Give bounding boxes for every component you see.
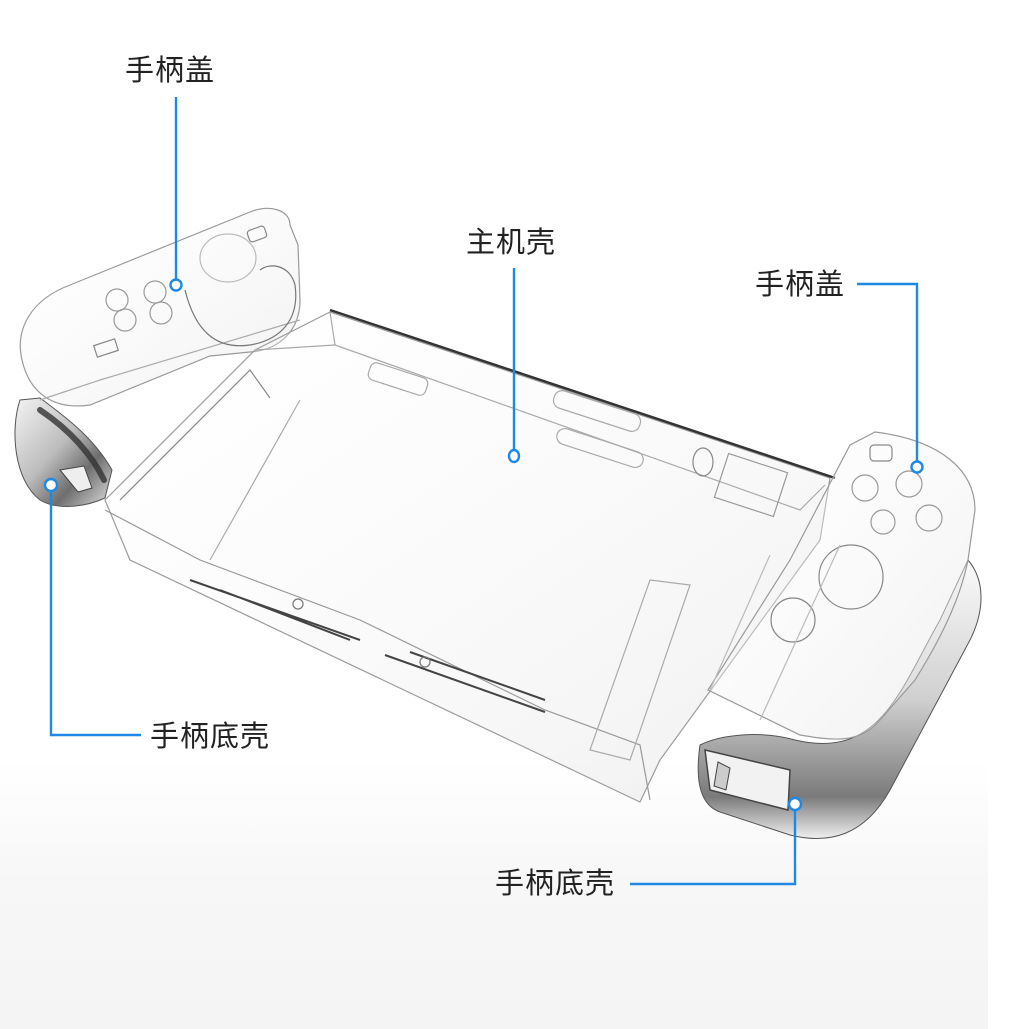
right-joycon-base-shape — [697, 559, 982, 840]
callout-dot-right-joycon-cover — [910, 460, 924, 474]
label-console-shell: 主机壳 — [466, 225, 557, 259]
callout-dot-left-joycon-cover — [169, 278, 183, 292]
callout-dots — [43, 278, 924, 812]
label-right-joycon-base: 手柄底壳 — [495, 866, 616, 900]
label-right-joycon-cover: 手柄盖 — [755, 267, 846, 301]
callout-dot-console-shell — [507, 448, 521, 464]
callout-dot-left-joycon-base — [43, 477, 59, 493]
callout-lines — [49, 97, 919, 886]
callout-dot-right-joycon-base — [787, 796, 803, 812]
callout-line-right-joycon-base — [630, 810, 797, 886]
label-left-joycon-cover: 手柄盖 — [125, 53, 216, 87]
right-joycon-cover-shape — [707, 431, 976, 740]
label-left-joycon-base: 手柄底壳 — [150, 719, 271, 753]
left-joycon-cover-shape — [19, 207, 301, 407]
console-shell-shape — [104, 308, 836, 803]
left-joycon-base-shape — [14, 397, 113, 507]
callout-line-left-joycon-base — [49, 491, 141, 737]
callout-line-right-joycon-cover — [857, 282, 919, 461]
